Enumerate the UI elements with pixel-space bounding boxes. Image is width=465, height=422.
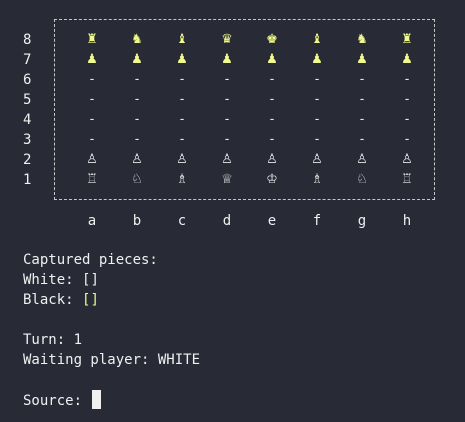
source-prompt[interactable]: Source:	[23, 390, 102, 410]
square-h5: -	[403, 92, 411, 107]
square-g7: ♟	[356, 52, 368, 67]
square-a6: -	[88, 72, 96, 87]
file-label-e: e	[267, 213, 277, 229]
captured-black-label: Black:	[23, 292, 74, 308]
square-d1: ♕	[221, 172, 233, 187]
square-g6: -	[358, 72, 366, 87]
square-e1: ♔	[266, 172, 278, 187]
square-e3: -	[268, 132, 276, 147]
board-frame	[54, 19, 435, 200]
square-a7: ♟	[86, 52, 98, 67]
rank-label-1: 1	[23, 172, 32, 188]
source-label: Source:	[23, 393, 83, 409]
rank-label-2: 2	[23, 152, 32, 168]
square-f3: -	[313, 132, 321, 147]
waiting-line: Waiting player: WHITE	[23, 350, 200, 370]
captured-white-line: White: []	[23, 270, 99, 290]
square-b8: ♞	[131, 32, 143, 47]
square-h8: ♜	[401, 32, 413, 47]
square-a5: -	[88, 92, 96, 107]
turn-line: Turn: 1	[23, 330, 82, 350]
square-b5: -	[133, 92, 141, 107]
square-g3: -	[358, 132, 366, 147]
square-e8: ♚	[266, 32, 278, 47]
rank-label-4: 4	[23, 112, 32, 128]
square-d8: ♛	[221, 32, 233, 47]
square-a1: ♖	[86, 172, 98, 187]
square-b4: -	[133, 112, 141, 127]
square-g4: -	[358, 112, 366, 127]
square-h3: -	[403, 132, 411, 147]
square-g8: ♞	[356, 32, 368, 47]
rank-label-5: 5	[23, 92, 32, 108]
file-label-c: c	[177, 213, 187, 229]
square-f2: ♙	[311, 152, 323, 167]
square-b2: ♙	[131, 152, 143, 167]
square-h1: ♖	[401, 172, 413, 187]
rank-label-6: 6	[23, 72, 32, 88]
square-h2: ♙	[401, 152, 413, 167]
file-label-g: g	[357, 213, 367, 229]
square-d3: -	[223, 132, 231, 147]
square-h6: -	[403, 72, 411, 87]
square-d6: -	[223, 72, 231, 87]
square-c2: ♙	[176, 152, 188, 167]
square-c8: ♝	[176, 32, 188, 47]
square-a4: -	[88, 112, 96, 127]
square-e2: ♙	[266, 152, 278, 167]
square-b1: ♘	[131, 172, 143, 187]
text-cursor	[92, 390, 102, 409]
captured-white-label: White:	[23, 272, 74, 288]
square-a2: ♙	[86, 152, 98, 167]
square-h7: ♟	[401, 52, 413, 67]
square-e7: ♟	[266, 52, 278, 67]
square-d2: ♙	[221, 152, 233, 167]
square-d4: -	[223, 112, 231, 127]
square-e4: -	[268, 112, 276, 127]
turn-label: Turn:	[23, 332, 66, 348]
square-c6: -	[178, 72, 186, 87]
file-label-b: b	[132, 213, 142, 229]
file-label-d: d	[222, 213, 232, 229]
rank-label-8: 8	[23, 32, 32, 48]
file-label-a: a	[87, 213, 97, 229]
square-f7: ♟	[311, 52, 323, 67]
square-d7: ♟	[221, 52, 233, 67]
square-e6: -	[268, 72, 276, 87]
rank-label-3: 3	[23, 132, 32, 148]
square-b3: -	[133, 132, 141, 147]
captured-black-line: Black: []	[23, 290, 99, 310]
square-d5: -	[223, 92, 231, 107]
captured-heading: Captured pieces:	[23, 252, 158, 268]
captured-black-value: []	[82, 292, 99, 308]
square-c3: -	[178, 132, 186, 147]
square-g2: ♙	[356, 152, 368, 167]
waiting-label: Waiting player:	[23, 352, 150, 368]
rank-label-7: 7	[23, 52, 32, 68]
square-f8: ♝	[311, 32, 323, 47]
square-a8: ♜	[86, 32, 98, 47]
square-f4: -	[313, 112, 321, 127]
square-e5: -	[268, 92, 276, 107]
square-g1: ♘	[356, 172, 368, 187]
waiting-value: WHITE	[157, 352, 201, 368]
square-c4: -	[178, 112, 186, 127]
square-a3: -	[88, 132, 96, 147]
square-c1: ♗	[176, 172, 188, 187]
square-b7: ♟	[131, 52, 143, 67]
square-f1: ♗	[311, 172, 323, 187]
square-c7: ♟	[176, 52, 188, 67]
file-label-h: h	[402, 213, 412, 229]
square-h4: -	[403, 112, 411, 127]
square-b6: -	[133, 72, 141, 87]
square-c5: -	[178, 92, 186, 107]
square-f6: -	[313, 72, 321, 87]
square-f5: -	[313, 92, 321, 107]
turn-value: 1	[73, 332, 83, 348]
file-label-f: f	[312, 213, 322, 229]
square-g5: -	[358, 92, 366, 107]
captured-white-value: []	[82, 272, 99, 288]
